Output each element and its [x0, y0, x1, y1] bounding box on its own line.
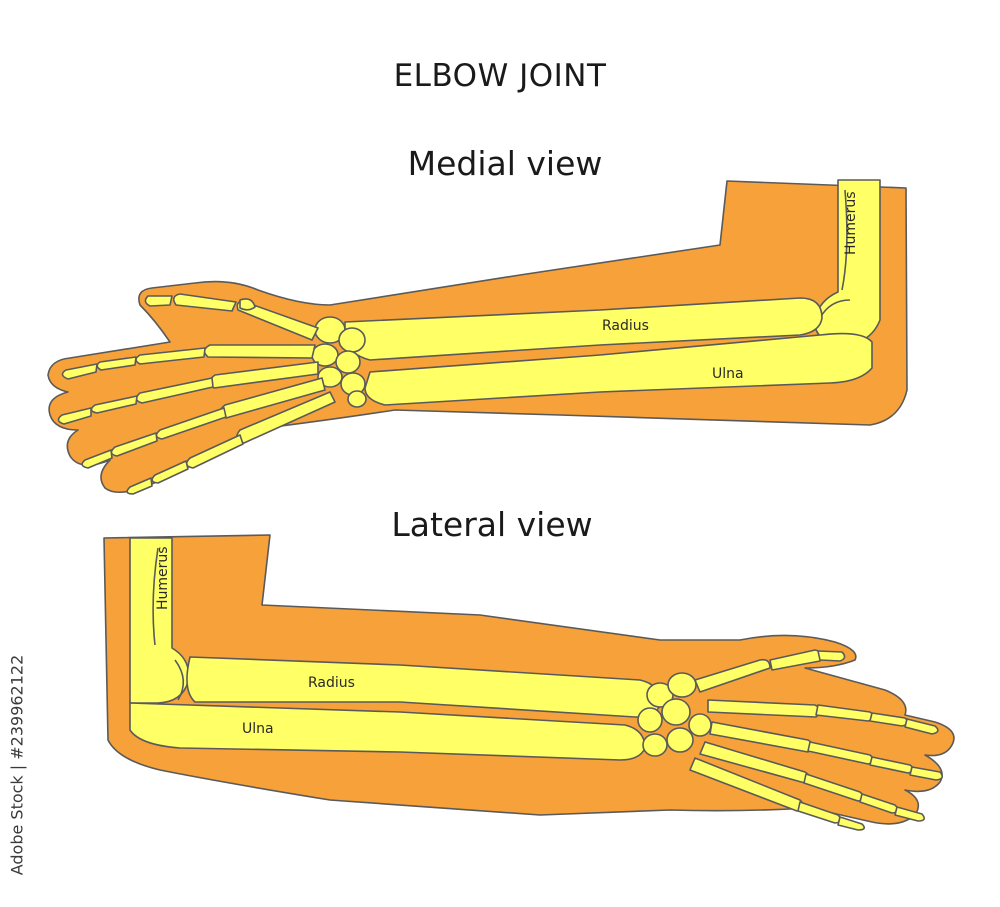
- medial-view-heading: Medial view: [407, 144, 603, 183]
- medial-view-arm: [47, 179, 908, 495]
- medial-finger-phalanges: [57, 347, 244, 495]
- lateral-radius-label: Radius: [308, 675, 355, 691]
- lateral-finger-phalanges: [797, 704, 944, 831]
- lateral-humerus-label: Humerus: [155, 546, 171, 610]
- lateral-view-arm: [103, 534, 955, 831]
- medial-thumb-phalanges: [144, 293, 237, 312]
- lateral-humerus-condyle: [174, 659, 185, 701]
- medial-thumb-nail: [239, 298, 256, 311]
- medial-humerus-label: Humerus: [843, 191, 859, 255]
- medial-ulna: [364, 332, 873, 406]
- lateral-carpal-bones: [637, 672, 712, 757]
- lateral-view-heading: Lateral view: [391, 505, 593, 544]
- medial-radius-label: Radius: [602, 318, 649, 334]
- lateral-thumb-phalanges: [769, 649, 846, 671]
- medial-humerus-shade: [841, 189, 848, 291]
- diagram-title: ELBOW JOINT: [393, 58, 607, 94]
- medial-carpal-bones: [311, 316, 367, 408]
- medial-ulna-label: Ulna: [712, 366, 744, 382]
- stock-watermark-text: Adobe Stock | #239962122: [7, 654, 27, 876]
- lateral-metacarpals: [689, 658, 822, 812]
- lateral-humerus-shade: [152, 547, 159, 646]
- lateral-ulna-label: Ulna: [242, 721, 274, 737]
- stock-watermark: Adobe Stock | #239962122: [6, 640, 28, 890]
- lateral-ulna: [129, 702, 646, 761]
